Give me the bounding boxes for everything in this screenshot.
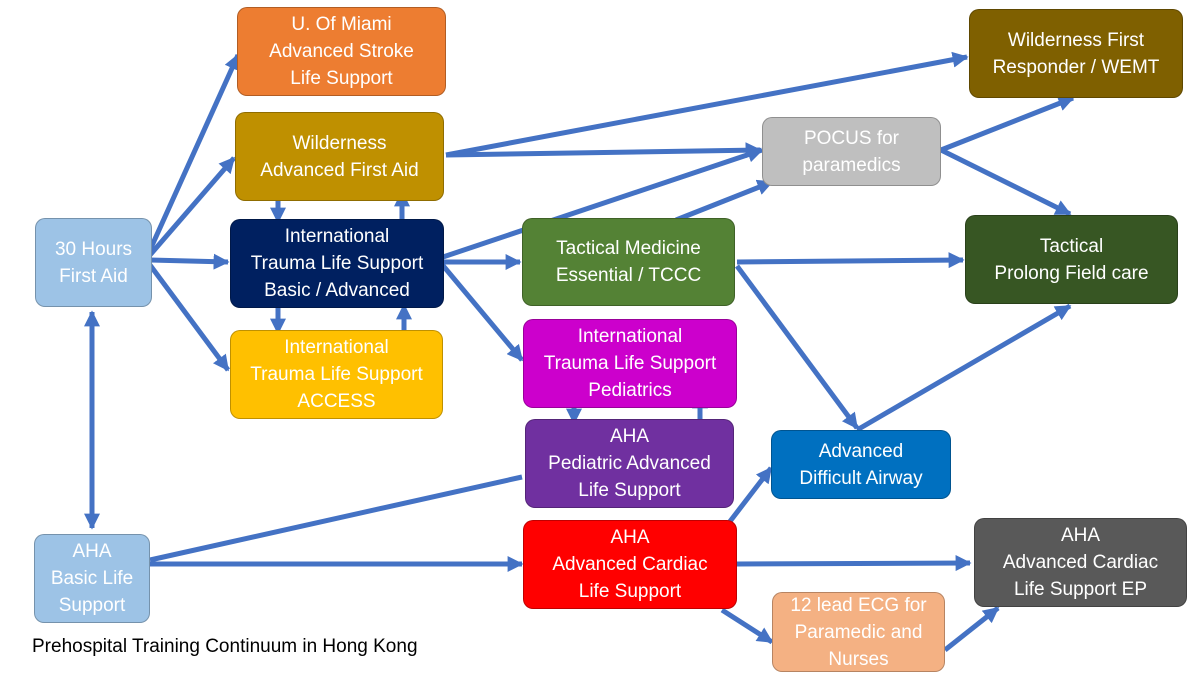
node-advanced-difficult-airway: Advanced Difficult Airway — [771, 430, 951, 499]
connector-arrow-2 — [148, 156, 236, 257]
node-aha-acls-ep: AHA Advanced Cardiac Life Support EP — [974, 518, 1187, 607]
node-12-lead-ecg: 12 lead ECG for Paramedic and Nurses — [772, 592, 945, 672]
node-aha-acls: AHA Advanced Cardiac Life Support — [523, 520, 737, 609]
connector-arrow-1 — [147, 53, 241, 252]
node-miami-advanced-stroke-life-support: U. Of Miami Advanced Stroke Life Support — [237, 7, 446, 96]
connector-arrow-3 — [149, 253, 230, 270]
connector-arrow-15 — [445, 51, 969, 158]
connector-arrow-16 — [445, 142, 762, 159]
connector-arrow-14 — [438, 260, 524, 362]
connector-arrow-26 — [736, 555, 972, 572]
connector-arrow-17 — [675, 179, 774, 223]
node-itls-basic-advanced: International Trauma Life Support Basic … — [230, 219, 444, 308]
connector-arrows — [83, 51, 1075, 652]
connector-arrow-25 — [726, 466, 773, 526]
connector-arrow-4 — [147, 263, 231, 372]
node-tactical-prolong-field-care: Tactical Prolong Field care — [965, 215, 1178, 304]
node-wilderness-first-responder-wemt: Wilderness First Responder / WEMT — [969, 9, 1183, 98]
connector-arrow-13 — [439, 146, 764, 261]
connector-arrow-20 — [736, 252, 965, 269]
node-itls-access: International Trauma Life Support ACCESS — [230, 330, 443, 419]
connector-arrow-22 — [855, 303, 1072, 433]
connector-arrow-24 — [939, 147, 1072, 217]
connector-arrow-21 — [734, 264, 860, 430]
node-aha-pals: AHA Pediatric Advanced Life Support — [525, 419, 734, 508]
connector-arrow-27 — [720, 607, 774, 645]
connector-arrow-28 — [943, 606, 1000, 652]
node-30-hours-first-aid: 30 Hours First Aid — [35, 218, 152, 307]
node-wilderness-advanced-first-aid: Wilderness Advanced First Aid — [235, 112, 444, 201]
connector-arrow-23 — [940, 95, 1075, 153]
node-itls-pediatrics: International Trauma Life Support Pediat… — [523, 319, 737, 408]
diagram-title: Prehospital Training Continuum in Hong K… — [32, 636, 418, 657]
node-tactical-medicine-tccc: Tactical Medicine Essential / TCCC — [522, 218, 735, 306]
node-aha-basic-life-support: AHA Basic Life Support — [34, 534, 150, 623]
node-pocus-for-paramedics: POCUS for paramedics — [762, 117, 941, 186]
connector-arrow-6 — [149, 474, 523, 563]
